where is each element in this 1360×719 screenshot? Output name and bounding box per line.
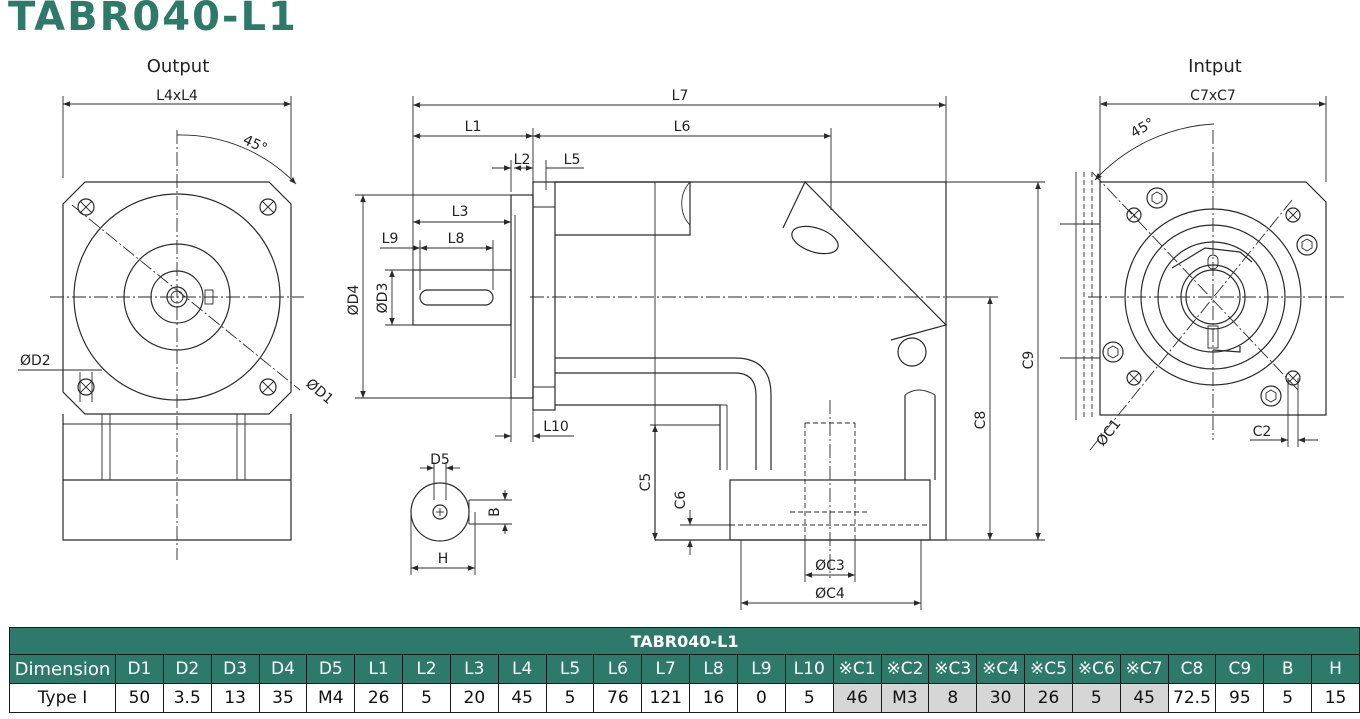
value-cell: 45 — [497, 683, 547, 713]
dim-l3: L3 — [452, 204, 469, 220]
value-cell: 46 — [832, 683, 882, 713]
header-cell: L1 — [354, 654, 404, 684]
value-cell: M4 — [306, 683, 356, 713]
side-view: L7 L1 L6 L2 L5 L3 L9 L8 ØD4 ØD — [346, 88, 1045, 610]
header-cell: D5 — [306, 654, 356, 684]
dim-c5: C5 — [638, 473, 654, 492]
header-cell: ※C1 — [832, 654, 882, 684]
header-cell: C8 — [1167, 654, 1217, 684]
dim-l5: L5 — [564, 152, 581, 168]
header-cell: L9 — [736, 654, 786, 684]
value-cell: 30 — [976, 683, 1026, 713]
header-cell: ※C7 — [1119, 654, 1169, 684]
dim-d3: ØD3 — [375, 283, 391, 314]
value-cell: 0 — [736, 683, 786, 713]
header-cell: ※C4 — [976, 654, 1026, 684]
dim-l10: L10 — [543, 419, 569, 435]
dim-l8: L8 — [448, 231, 465, 247]
dim-c1: ØC1 — [1094, 416, 1125, 449]
value-cell: 15 — [1311, 683, 1360, 713]
value-cell: 35 — [258, 683, 308, 713]
header-cell: L2 — [402, 654, 451, 684]
spec-table-title-row: TABR040-L1 — [8, 627, 1360, 655]
input-view-label: Intput — [1188, 56, 1242, 77]
dim-d1: ØD1 — [302, 376, 336, 408]
input-view: Intput C7xC7 — [1060, 56, 1345, 451]
output-view-label: Output — [147, 56, 210, 77]
header-cell: D2 — [162, 654, 212, 684]
header-cell: ※C5 — [1024, 654, 1073, 684]
header-cell: L3 — [449, 654, 499, 684]
header-cell: L10 — [784, 654, 834, 684]
dim-c3: ØC3 — [815, 558, 845, 574]
value-cell: 95 — [1215, 683, 1265, 713]
value-cell: 13 — [210, 683, 260, 713]
value-cell: 72.5 — [1167, 683, 1217, 713]
dim-d4: ØD4 — [346, 285, 362, 316]
value-cell: 3.5 — [162, 683, 212, 713]
dim-c2: C2 — [1253, 424, 1272, 440]
value-cell: 5 — [784, 683, 834, 713]
dim-l6: L6 — [674, 119, 691, 135]
value-cell: 76 — [593, 683, 643, 713]
value-cell: 5 — [545, 683, 595, 713]
header-cell: L6 — [593, 654, 643, 684]
dim-c8: C8 — [973, 411, 989, 430]
value-cell: 5 — [1263, 683, 1313, 713]
dim-c4: ØC4 — [815, 586, 845, 602]
value-cell: 121 — [641, 683, 691, 713]
dim-c9: C9 — [1021, 351, 1037, 370]
dim-l4xl4: L4xL4 — [156, 88, 198, 104]
dim-c7xc7: C7xC7 — [1190, 88, 1236, 104]
header-cell: L4 — [497, 654, 547, 684]
header-cell: C9 — [1215, 654, 1265, 684]
page-title: TABR040-L1 — [8, 0, 298, 40]
dim-l7: L7 — [672, 88, 689, 104]
header-cell: L5 — [545, 654, 595, 684]
header-cell: ※C6 — [1071, 654, 1121, 684]
header-cell: L8 — [689, 654, 738, 684]
header-cell: B — [1263, 654, 1313, 684]
row-label: Type I — [9, 683, 116, 713]
header-cell: D1 — [115, 654, 164, 684]
technical-drawing: Output L4xL4 45° — [18, 56, 1345, 610]
header-cell: H — [1311, 654, 1360, 684]
value-cell: 26 — [1024, 683, 1073, 713]
value-cell: 8 — [928, 683, 978, 713]
dim-output-45deg: 45° — [240, 132, 269, 157]
dim-l1: L1 — [465, 119, 482, 135]
value-cell: 45 — [1119, 683, 1169, 713]
dim-l2: L2 — [514, 152, 531, 168]
dim-h: H — [438, 551, 449, 567]
header-cell: L7 — [641, 654, 691, 684]
dim-d5: D5 — [430, 452, 450, 468]
header-cell: D3 — [210, 654, 260, 684]
value-cell: M3 — [880, 683, 930, 713]
shaft-detail-view: D5 B H — [410, 452, 512, 575]
spec-table-title: TABR040-L1 — [8, 627, 1360, 655]
value-cell: 20 — [449, 683, 499, 713]
output-view: Output L4xL4 45° — [18, 56, 336, 560]
dim-input-45deg: 45° — [1128, 115, 1158, 141]
dim-b: B — [487, 507, 503, 517]
value-cell: 5 — [1071, 683, 1121, 713]
value-cell: 50 — [115, 683, 164, 713]
header-cell: ※C3 — [928, 654, 978, 684]
value-cell: 5 — [402, 683, 451, 713]
dim-d2: ØD2 — [20, 353, 51, 369]
header-cell: ※C2 — [880, 654, 930, 684]
header-cell: D4 — [258, 654, 308, 684]
dim-l9: L9 — [382, 231, 399, 247]
dim-c6: C6 — [673, 491, 689, 510]
header-label: Dimension — [9, 654, 116, 684]
value-cell: 16 — [689, 683, 738, 713]
value-cell: 26 — [354, 683, 404, 713]
